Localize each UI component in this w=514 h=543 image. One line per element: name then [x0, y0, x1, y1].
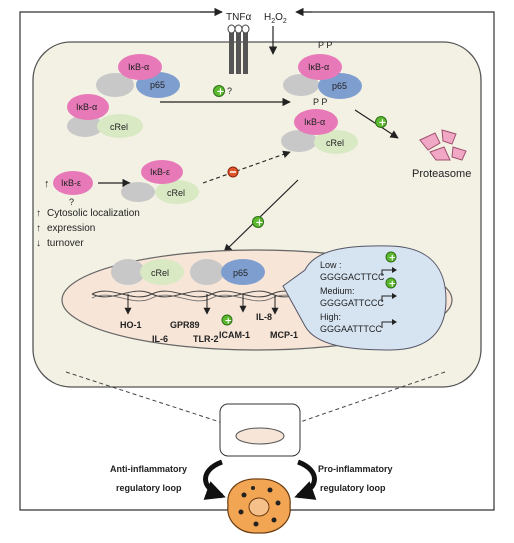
svg-text:cRel: cRel [110, 122, 128, 132]
affinity-high: High: GGGAATTTCC [320, 312, 397, 334]
complex-ikba-crel: IκB-α cRel [67, 94, 143, 138]
receptor-icon [227, 24, 250, 74]
svg-text:p65: p65 [233, 268, 248, 278]
plus-question-mark: ? [227, 86, 232, 96]
dimer-p65: p65 [190, 259, 265, 285]
svg-text:p65: p65 [332, 81, 347, 91]
complex-ikba-p65: IκB-α p65 [96, 54, 180, 98]
plus-icon: + [375, 116, 387, 129]
svg-text:p65: p65 [150, 80, 165, 90]
plus-icon: + [213, 85, 225, 98]
gene-label: HO-1 [120, 320, 142, 330]
svg-text:High:: High: [320, 312, 341, 322]
svg-text:GGGGATTCCC: GGGGATTCCC [320, 298, 384, 308]
complex-ikbe-crel: IκB-ε cRel [121, 160, 199, 204]
pro-inflammatory-label: Pro-inflammatory [318, 464, 393, 474]
epsilon-question-mark: ? [69, 197, 74, 207]
dimer-crel: cRel [111, 259, 184, 285]
svg-text:cRel: cRel [167, 188, 185, 198]
svg-text:P P: P P [313, 97, 327, 107]
nuclear-translocation-arrow [223, 179, 299, 253]
svg-text:Cytosolic localization: Cytosolic localization [47, 208, 140, 219]
proteasome-label: Proteasome [412, 168, 471, 180]
gene-label: GPR89 [170, 320, 200, 330]
svg-text:IκB-α: IκB-α [308, 62, 329, 72]
svg-text:+: + [255, 218, 263, 229]
svg-text:+: + [378, 118, 386, 129]
gene-label: IL-6 [152, 334, 168, 344]
svg-text:turnover: turnover [47, 238, 84, 249]
svg-text:Medium:: Medium: [320, 286, 355, 296]
affinity-low: Low : GGGGACTTCC + [320, 251, 397, 282]
zoom-line-left [65, 371, 221, 423]
mini-nucleus [235, 427, 285, 445]
svg-text:IκB-ε: IκB-ε [150, 167, 170, 177]
anti-inflammatory-label: regulatory loop [116, 483, 182, 493]
svg-text:↑: ↑ [36, 223, 41, 234]
plus-icon: + [252, 216, 264, 229]
gene-label: TLR-2 [193, 334, 219, 344]
svg-text:+: + [216, 87, 224, 98]
svg-text:GGGGACTTCC: GGGGACTTCC [320, 272, 385, 282]
svg-text:Low :: Low : [320, 260, 342, 270]
anti-inflammatory-label: Anti-inflammatory [110, 464, 187, 474]
gene-label: MCP-1 [270, 330, 298, 340]
minus-icon [227, 166, 239, 178]
free-ikbe: IκB-ε [53, 171, 93, 195]
macrophage-icon [227, 478, 291, 534]
loop-arrow-icon [294, 459, 317, 500]
outer-feedback-frame [19, 11, 495, 404]
gene-label: IL-8 [256, 312, 272, 322]
svg-text:+: + [389, 280, 397, 290]
epsilon-up-arrow: ↑ [44, 178, 50, 190]
pro-inflammatory-label: regulatory loop [320, 483, 386, 493]
loop-arrow-icon [203, 459, 226, 500]
svg-text:+: + [225, 317, 233, 327]
gene-label: ICAM-1 [219, 330, 250, 340]
affinity-bubble [282, 245, 447, 351]
zoom-line-right [299, 371, 446, 423]
h2o2-label: H2O2 [264, 12, 287, 25]
phospho-complex-ikba-p65: P P IκB-α p65 [283, 40, 362, 99]
svg-text:↓: ↓ [36, 238, 41, 249]
proteasome-icon [419, 129, 467, 161]
svg-text:↑: ↑ [36, 208, 41, 219]
phospho-complex-ikba-crel: P P IκB-α cRel [281, 97, 358, 154]
svg-text:+: + [389, 254, 397, 264]
svg-text:cRel: cRel [151, 268, 169, 278]
outer-frame-bottom-left [19, 404, 232, 511]
tnf-label: TNFα [226, 12, 251, 23]
svg-text:IκB-α: IκB-α [76, 102, 97, 112]
ikbe-inhibited-arrow [202, 150, 291, 184]
outer-frame-bottom-right [282, 404, 495, 511]
affinity-medium: Medium: GGGGATTCCC + [320, 277, 397, 308]
svg-text:GGGAATTTCC: GGGAATTTCC [320, 324, 382, 334]
svg-text:cRel: cRel [326, 138, 344, 148]
svg-text:IκB-α: IκB-α [304, 117, 325, 127]
svg-text:expression: expression [47, 223, 95, 234]
svg-text:IκB-α: IκB-α [128, 62, 149, 72]
svg-text:IκB-ε: IκB-ε [61, 178, 81, 188]
svg-text:P P: P P [318, 40, 332, 50]
epsilon-notes: ↑ Cytosolic localization ↑ expression ↓ … [36, 208, 140, 249]
plus-icon: + [221, 314, 233, 327]
